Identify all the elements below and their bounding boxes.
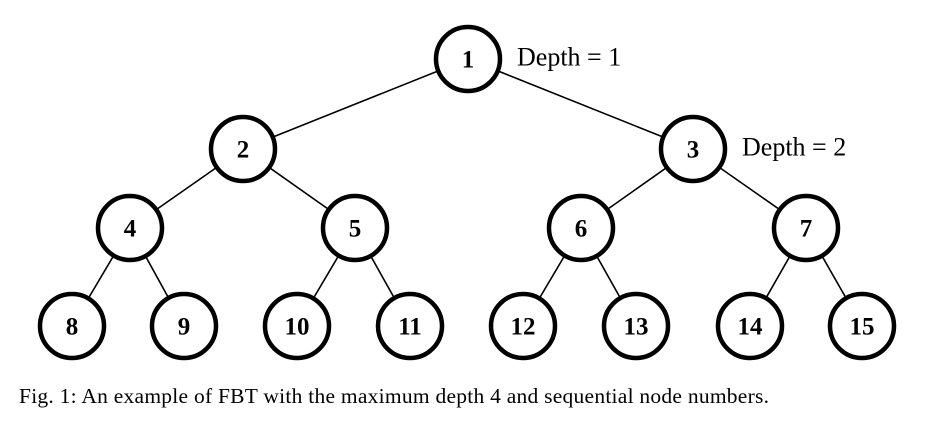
node-label: 10 — [285, 314, 310, 341]
tree-node-2: 2 — [208, 114, 278, 184]
node-circle — [715, 291, 785, 361]
node-circle — [95, 193, 165, 263]
node-label: 4 — [124, 216, 137, 243]
edge-1-2 — [242, 58, 469, 150]
node-circle — [658, 114, 728, 184]
tree-node-8: 8 — [37, 291, 107, 361]
node-circle — [601, 291, 671, 361]
edges-layer — [71, 58, 863, 327]
node-circle — [433, 24, 503, 94]
node-label: 9 — [178, 314, 191, 341]
edge-1-3 — [467, 58, 694, 150]
node-label: 1 — [462, 47, 475, 74]
node-circle — [488, 291, 558, 361]
node-label: 6 — [575, 216, 588, 243]
node-label: 14 — [738, 314, 764, 341]
tree-node-4: 4 — [95, 193, 165, 263]
tree-node-3: 3 — [658, 114, 728, 184]
tree-node-10: 10 — [262, 291, 332, 361]
node-circle — [262, 291, 332, 361]
node-circle — [827, 291, 897, 361]
depth-label-2: Depth = 2 — [742, 133, 846, 162]
node-label: 2 — [237, 137, 250, 164]
tree-node-6: 6 — [546, 193, 616, 263]
node-label: 3 — [687, 137, 700, 164]
node-label: 5 — [349, 216, 362, 243]
node-circle — [208, 114, 278, 184]
figure-caption: Fig. 1: An example of FBT with the maxim… — [19, 384, 770, 408]
depth-label-1: Depth = 1 — [517, 43, 621, 72]
node-circle — [546, 193, 616, 263]
node-circle — [149, 291, 219, 361]
tree-node-13: 13 — [601, 291, 671, 361]
node-label: 13 — [624, 314, 649, 341]
tree-node-5: 5 — [320, 193, 390, 263]
tree-node-1: 1 — [433, 24, 503, 94]
node-circle — [320, 193, 390, 263]
node-circle — [771, 193, 841, 263]
node-label: 8 — [66, 314, 79, 341]
node-circle — [375, 291, 445, 361]
depth-labels-layer: Depth = 1 Depth = 2 — [517, 43, 846, 162]
node-circle — [37, 291, 107, 361]
node-label: 15 — [850, 314, 875, 341]
tree-node-15: 15 — [827, 291, 897, 361]
tree-node-7: 7 — [771, 193, 841, 263]
node-label: 7 — [800, 216, 813, 243]
node-label: 12 — [511, 314, 536, 341]
tree-node-9: 9 — [149, 291, 219, 361]
tree-node-11: 11 — [375, 291, 445, 361]
tree-node-12: 12 — [488, 291, 558, 361]
tree-node-14: 14 — [715, 291, 785, 361]
node-label: 11 — [398, 314, 422, 341]
